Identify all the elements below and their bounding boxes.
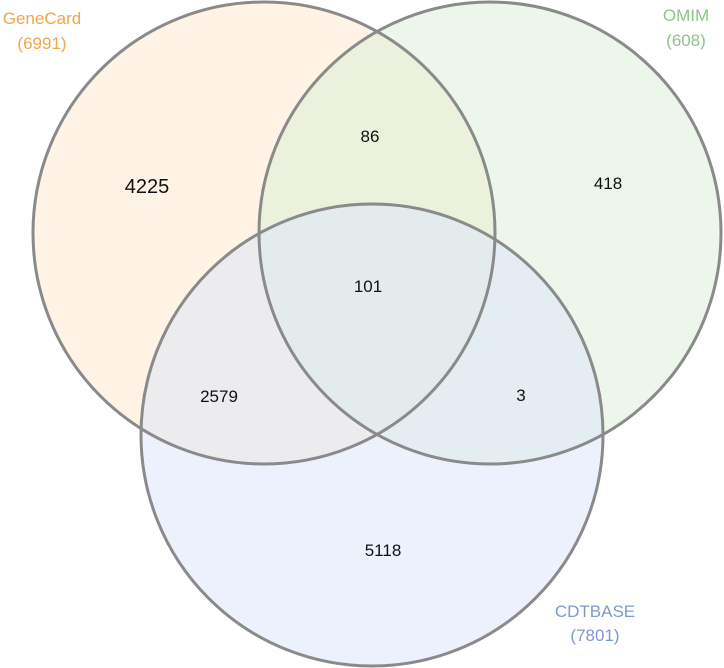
cdtbase-set-name: CDTBASE — [555, 602, 635, 621]
region-genecard-cdtbase-count: 2579 — [200, 387, 238, 406]
region-omim-only-count: 418 — [594, 174, 622, 193]
region-omim-cdtbase-count: 3 — [516, 386, 525, 405]
omim-set-total: (608) — [666, 31, 706, 50]
genecard-outline — [31, 0, 497, 466]
cdtbase-set-total: (7801) — [570, 626, 619, 645]
genecard-set-name: GeneCard — [3, 9, 81, 28]
region-genecard-omim-count: 86 — [361, 127, 380, 146]
region-genecard-only-count: 4225 — [125, 176, 170, 198]
genecard-set-total: (6991) — [17, 34, 66, 53]
cdtbase-circle — [141, 204, 603, 666]
region-all-three-count: 101 — [354, 277, 382, 296]
omim-set-name: OMIM — [663, 6, 709, 25]
region-cdtbase-only-count: 5118 — [365, 541, 402, 560]
cdtbase-outline — [139, 202, 605, 668]
